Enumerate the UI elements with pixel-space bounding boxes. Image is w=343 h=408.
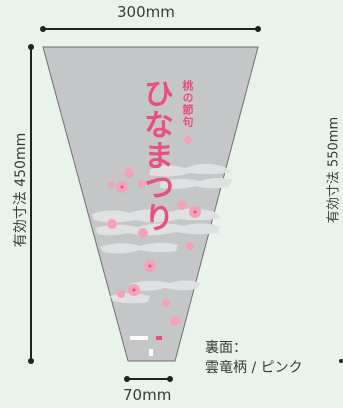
right-dimension-endpoint (339, 359, 343, 363)
back-side-note: 裏面： 雲竜柄 / ピンク (205, 338, 303, 378)
blossom-centers (120, 185, 197, 292)
product-subtitle: 桃の節句 (181, 80, 194, 128)
top-dimension-line (40, 26, 261, 32)
total-length-label: 有効寸法 550mm (326, 116, 342, 224)
bag-label-marks (130, 336, 162, 356)
effective-length-label: 有効寸法 450mm (13, 132, 29, 248)
top-width-label: 300mm (117, 3, 175, 21)
bottom-width-label: 70mm (123, 386, 172, 404)
flower-sleeve-bag (42, 46, 259, 362)
back-label: 裏面： (205, 340, 247, 356)
product-title: ひなまつり (138, 78, 173, 233)
cloud-pattern-icon (92, 163, 232, 304)
left-dimension-line (28, 44, 34, 364)
bottom-dimension-line (124, 376, 173, 382)
back-pattern: 雲竜柄 / ピンク (205, 360, 303, 376)
